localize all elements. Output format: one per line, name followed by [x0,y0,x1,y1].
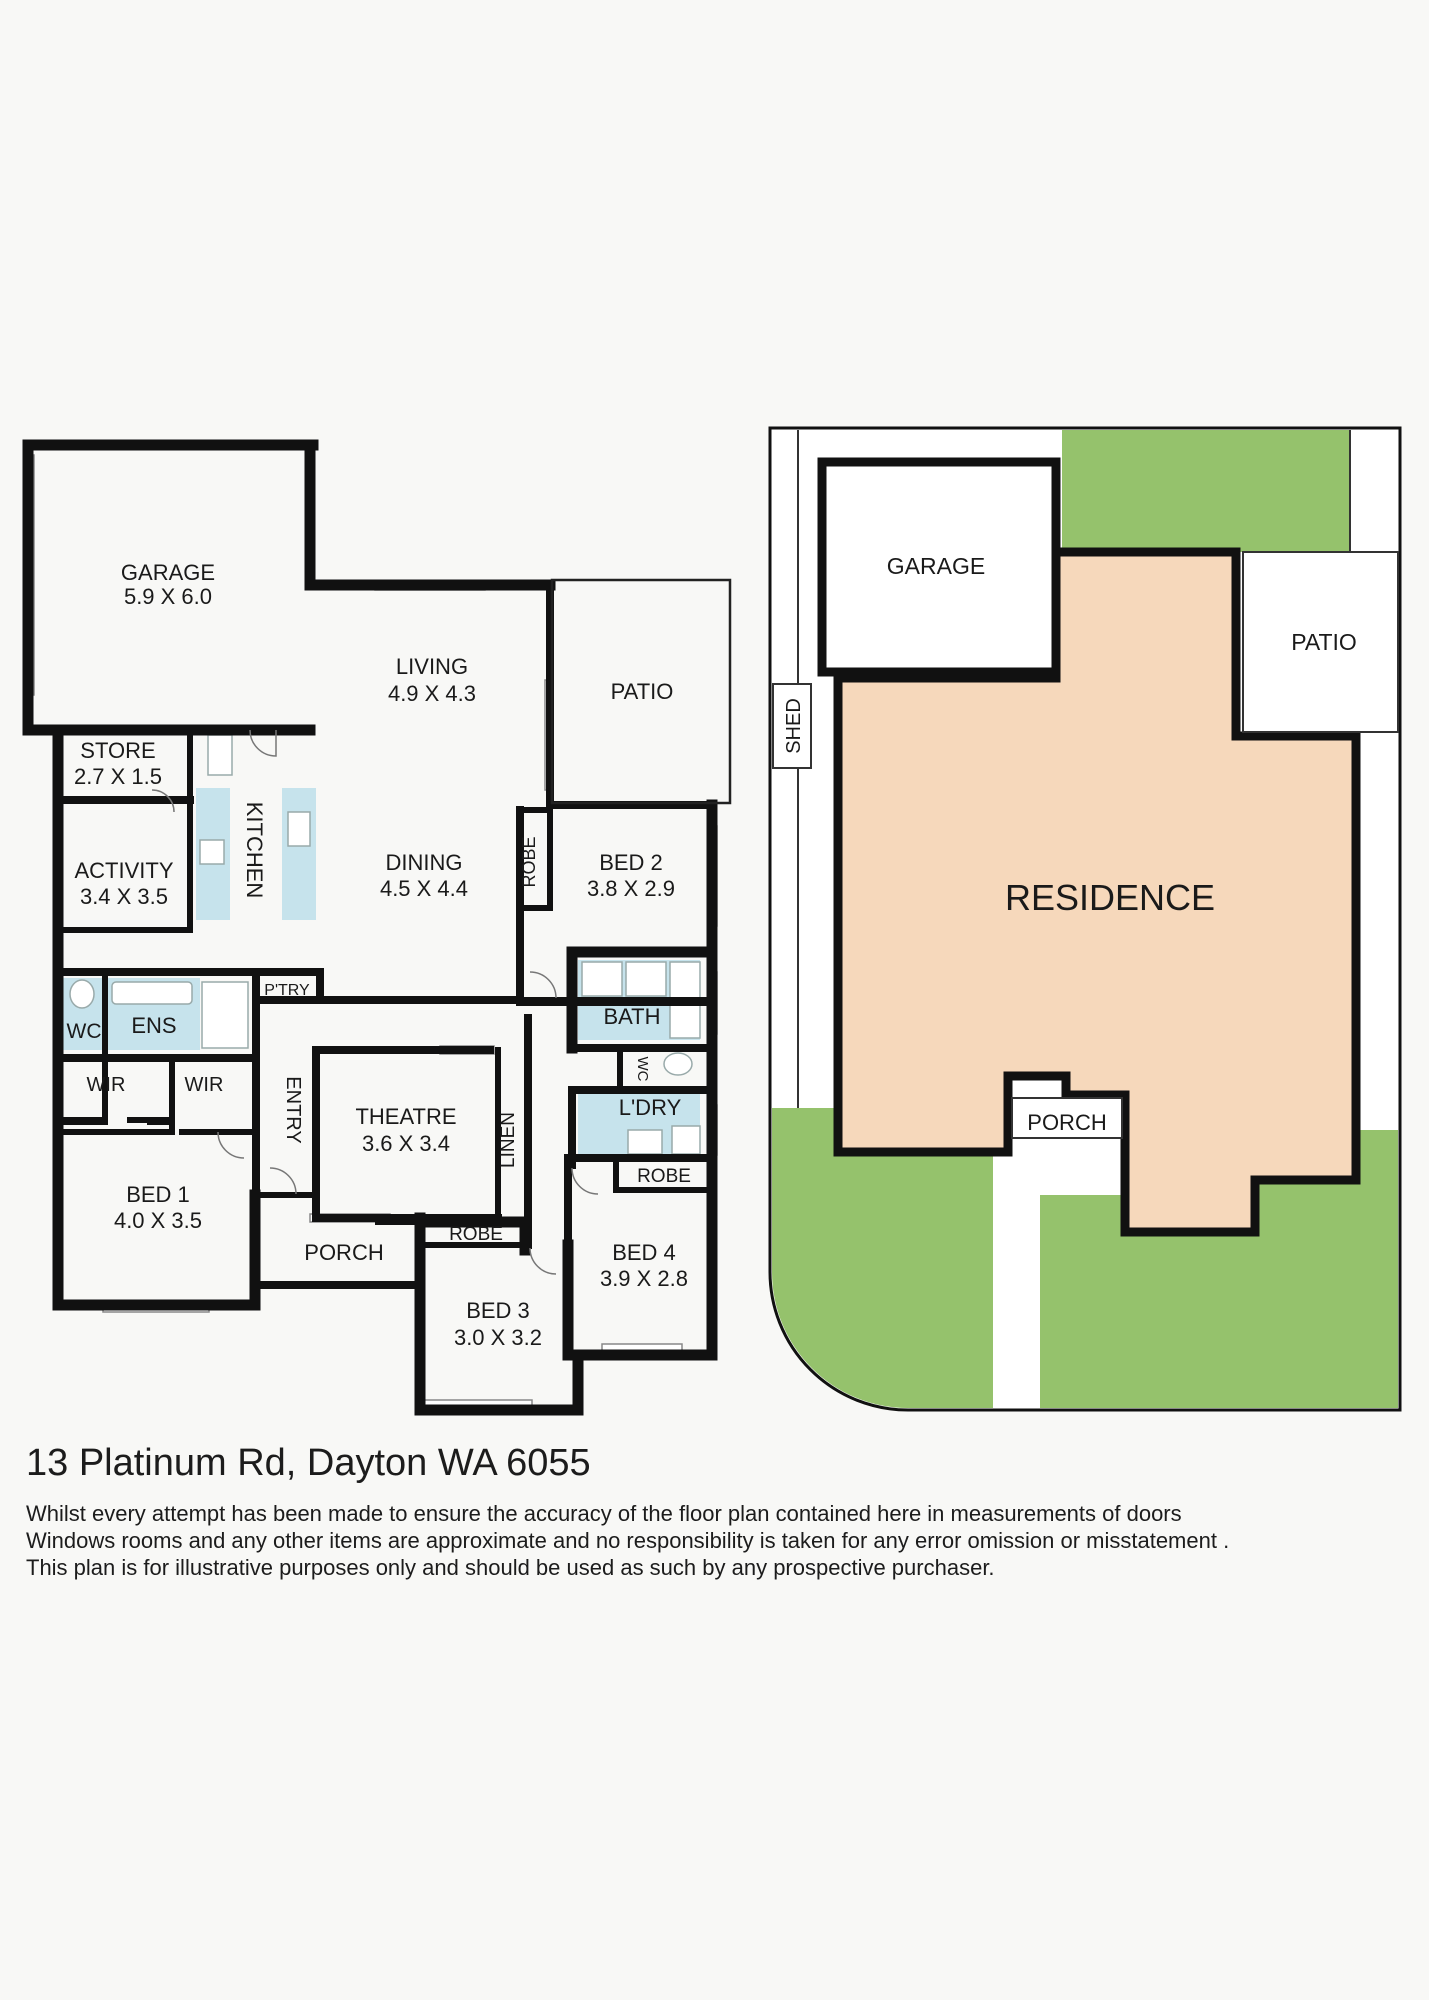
bed3-label: BED 3 [466,1298,530,1323]
wc-label: WC [634,1057,651,1082]
bed4-size: 3.9 X 2.8 [600,1266,688,1291]
door-swings [151,729,599,1275]
garage-size: 5.9 X 6.0 [124,584,212,609]
pantry-label: P'TRY [264,982,310,999]
floor-plan-labels: GARAGE 5.9 X 6.0 LIVING 4.9 X 4.3 PATIO … [67,560,691,1350]
residence-label: RESIDENCE [1005,877,1215,918]
porch-label: PORCH [304,1240,383,1265]
theatre-label: THEATRE [355,1104,456,1129]
disclaimer: Whilst every attempt has been made to en… [26,1500,1416,1581]
basin-icon [625,961,667,997]
laundry-trough-icon [627,1129,663,1155]
toilet-icon [663,1052,693,1076]
ens-label: ENS [131,1013,176,1038]
disclaimer-line: Windows rooms and any other items are ap… [26,1528,1230,1553]
site-shed-label: SHED [783,698,805,754]
site-porch [1011,1097,1123,1139]
ens-wc-label: WC [67,1020,102,1043]
fixtures [69,734,701,1155]
theatre-size: 3.6 X 3.4 [362,1131,450,1156]
site-garage-label: GARAGE [887,553,985,579]
store-size: 2.7 X 1.5 [74,764,162,789]
linen-label: LINEN [498,1112,519,1168]
wir-right-label: WIR [185,1074,224,1096]
toilet-icon [69,979,95,1009]
dining-label: DINING [386,850,463,875]
kitchen-label: KITCHEN [242,802,267,899]
patio-outline [550,578,732,805]
site-patio [1242,551,1399,733]
sink-icon [199,839,225,865]
driveway [993,1108,1040,1408]
site-patio-label: PATIO [1291,629,1357,655]
bed3-size: 3.0 X 3.2 [454,1325,542,1350]
lawn-areas [772,430,1398,1408]
basin-icon [581,961,623,997]
store-label: STORE [80,738,155,763]
activity-size: 3.4 X 3.5 [80,884,168,909]
laundry-label: L'DRY [619,1095,682,1120]
site-shed [772,683,812,769]
fridge-icon [207,734,233,776]
robe-bed4-label: ROBE [637,1166,691,1187]
island-sink-icon [287,811,311,847]
site-plan: GARAGE PATIO SHED RESIDENCE PORCH [768,426,1402,1412]
wir-left-label: WIR [87,1074,126,1096]
shower-icon [201,981,249,1049]
dining-size: 4.5 X 4.4 [380,876,468,901]
disclaimer-line: Whilst every attempt has been made to en… [26,1501,1182,1526]
residence-footprint [833,547,1361,1237]
property-address: 13 Platinum Rd, Dayton WA 6055 [26,1442,591,1484]
bed1-label: BED 1 [126,1182,190,1207]
bath-label: BATH [603,1004,660,1029]
activity-label: ACTIVITY [74,858,173,883]
walls [22,439,718,1416]
patio-label: PATIO [611,679,674,704]
bed2-label: BED 2 [599,850,663,875]
living-size: 4.9 X 4.3 [388,681,476,706]
site-porch-label: PORCH [1027,1110,1106,1135]
entry-label: ENTRY [282,1076,304,1143]
garage-label: GARAGE [121,560,215,585]
vanity-icon [111,981,193,1005]
washer-icon [671,1125,701,1155]
robe-bed2-label: ROBE [519,836,539,887]
bed2-size: 3.8 X 2.9 [587,876,675,901]
floor-plan: GARAGE 5.9 X 6.0 LIVING 4.9 X 4.3 PATIO … [22,439,732,1416]
bed4-label: BED 4 [612,1240,676,1265]
living-label: LIVING [396,654,468,679]
site-plan-labels: GARAGE PATIO SHED RESIDENCE PORCH [783,553,1357,1135]
robe-bed3-label: ROBE [449,1224,503,1245]
site-garage [817,457,1061,677]
bed1-size: 4.0 X 3.5 [114,1208,202,1233]
disclaimer-line: This plan is for illustrative purposes o… [26,1555,995,1580]
